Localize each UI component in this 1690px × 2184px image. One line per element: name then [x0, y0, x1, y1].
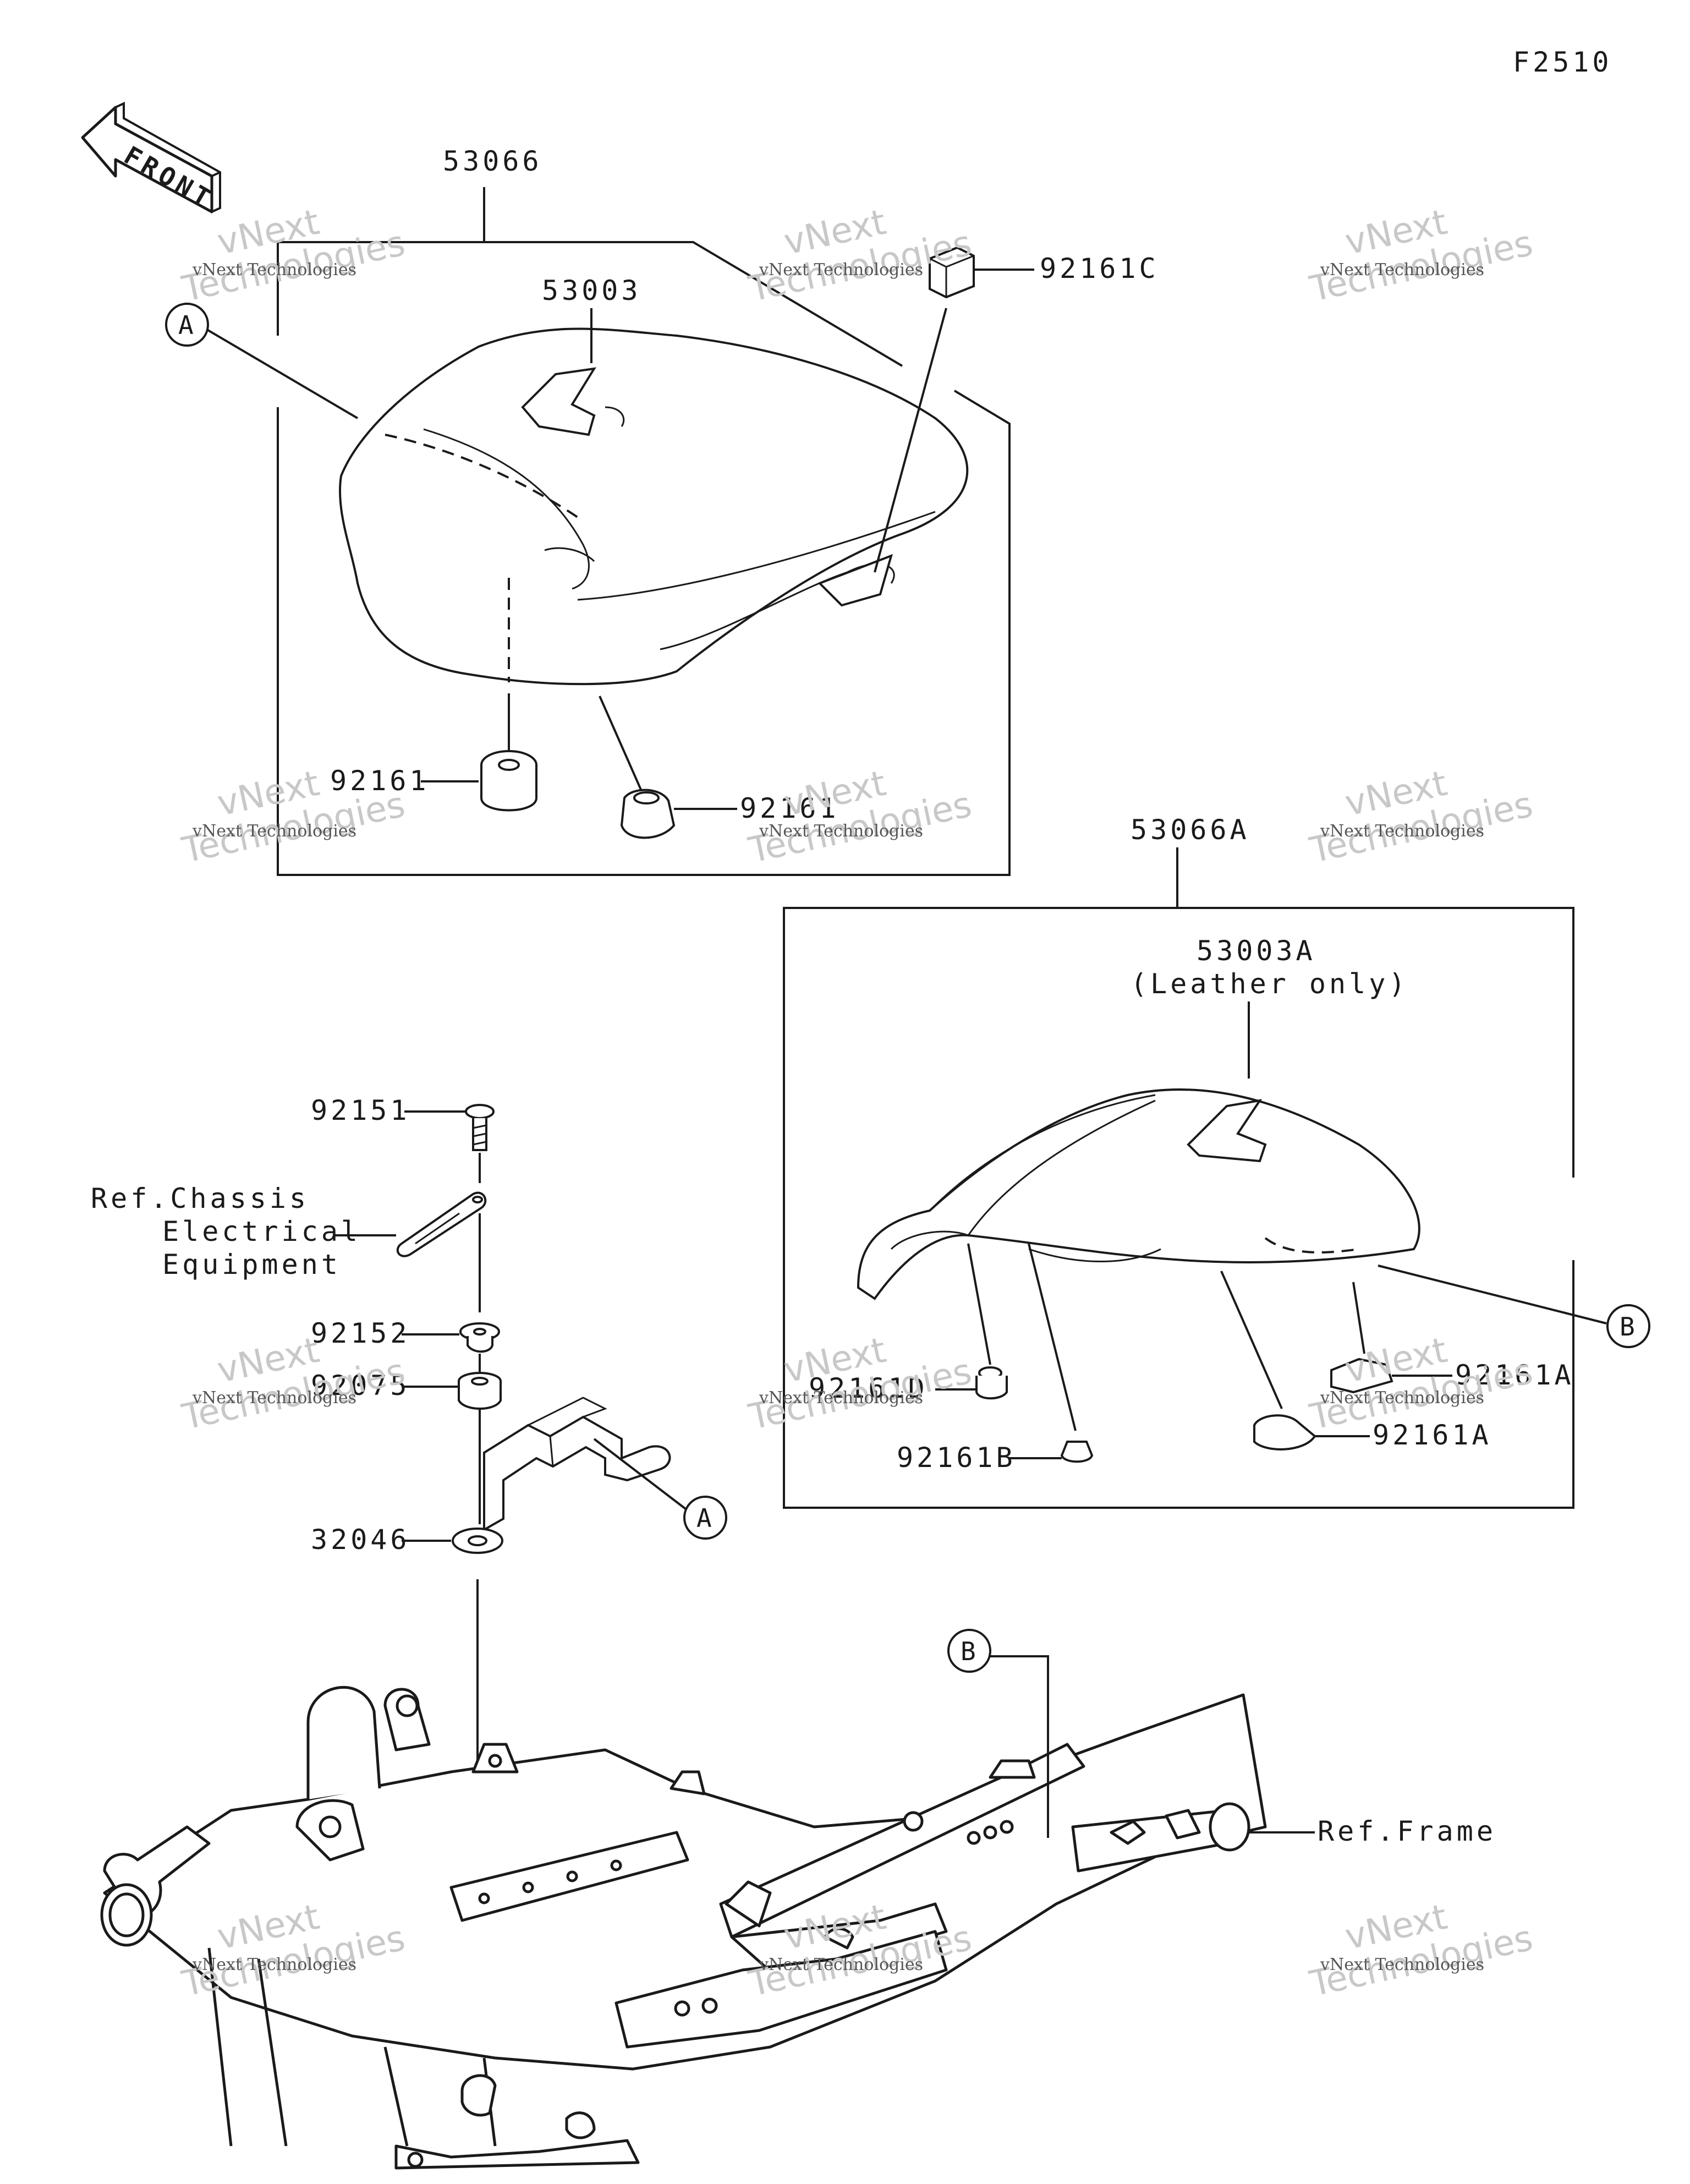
grommet-92075-icon	[458, 1372, 502, 1410]
svg-text:vNext Technologies: vNext Technologies	[759, 1388, 923, 1408]
svg-text:vNext Technologies: vNext Technologies	[759, 822, 923, 841]
passenger-seat-icon	[857, 1088, 1420, 1300]
damper-92161-right-icon	[620, 789, 676, 839]
seat-assembly-upper-group: 53066 53003 A 92161C	[165, 145, 1159, 876]
watermark-3: vNext Technologies vNext Technologies	[1306, 202, 1537, 310]
damper-92161a-bottom-icon	[1253, 1414, 1316, 1450]
part-92161a-top-label: 92161A	[1455, 1359, 1574, 1391]
watermark-12: vNext Technologies vNext Technologies	[1306, 1897, 1537, 2005]
watermark-6: vNext Technologies vNext Technologies	[1306, 763, 1537, 872]
svg-text:B: B	[961, 1636, 976, 1666]
callout-b-lower: B	[947, 1629, 1049, 1838]
part-32046-label: 32046	[311, 1524, 410, 1556]
part-92161b-label: 92161B	[897, 1442, 1016, 1474]
assembly-53066-label: 53066	[443, 145, 542, 177]
bracket-32046-icon	[452, 1397, 671, 1554]
svg-text:vNext Technologies: vNext Technologies	[1320, 260, 1484, 280]
svg-text:A: A	[696, 1503, 712, 1533]
cover-53003-label: 53003	[542, 275, 641, 306]
damper-92161a-top-icon	[1330, 1358, 1393, 1394]
part-92161-right-label: 92161	[740, 792, 839, 824]
callout-b-upper: B	[1378, 1265, 1650, 1348]
assembly-53066-bracket	[277, 241, 1011, 876]
seat-assembly-lower-group: 53066A 53003A (Leather only) B 92	[783, 814, 1650, 1509]
assembly-53066a-label: 53066A	[1131, 814, 1250, 846]
damper-92161d-icon	[975, 1366, 1008, 1400]
part-92152-label: 92152	[311, 1317, 410, 1349]
part-92161c-label: 92161C	[1040, 253, 1159, 284]
svg-text:vNext Technologies: vNext Technologies	[1320, 1955, 1484, 1974]
motorcycle-frame-icon	[100, 1685, 1267, 2170]
watermark-2: vNext Technologies vNext Technologies	[745, 202, 975, 310]
svg-text:vNext Technologies: vNext Technologies	[1320, 822, 1484, 841]
bolt-92151-icon	[465, 1104, 495, 1151]
damper-92161c-icon	[929, 246, 975, 299]
part-92161a-bottom-label: 92161A	[1373, 1419, 1492, 1451]
front-arrow-icon: FRONT	[81, 101, 221, 215]
callout-a-lower: A	[593, 1438, 727, 1540]
svg-text:vNext Technologies: vNext Technologies	[192, 822, 356, 841]
part-92151-label: 92151	[311, 1094, 410, 1126]
svg-text:vNext Technologies: vNext Technologies	[192, 1388, 356, 1408]
svg-text:B: B	[1620, 1312, 1635, 1342]
part-92161d-label: 92161D	[809, 1372, 928, 1404]
cover-53003a-note: (Leather only)	[1131, 968, 1408, 1000]
rider-seat-icon	[338, 327, 969, 686]
ref-chassis-line2: Electrical	[162, 1216, 361, 1247]
callout-a-upper: A	[165, 303, 359, 419]
damper-92161-left-icon	[480, 750, 537, 812]
ref-frame-label: Ref.Frame	[1318, 1815, 1496, 1847]
ref-chassis-line1: Ref.Chassis	[91, 1183, 309, 1214]
cover-53003a-label: 53003A	[1197, 935, 1316, 967]
svg-text:vNext Technologies: vNext Technologies	[192, 260, 356, 280]
svg-text:vNext Technologies: vNext Technologies	[759, 1955, 923, 1974]
damper-92161b-icon	[1060, 1441, 1094, 1463]
svg-text:vNext Technologies: vNext Technologies	[1320, 1388, 1484, 1408]
part-92075-label: 92075	[311, 1370, 410, 1402]
ref-chassis-line3: Equipment	[162, 1249, 341, 1280]
svg-text:vNext Technologies: vNext Technologies	[192, 1955, 356, 1974]
cover-53003-icon	[521, 367, 596, 436]
watermark-8: vNext Technologies vNext Technologies	[745, 1330, 975, 1438]
svg-text:vNext Technologies: vNext Technologies	[759, 260, 923, 280]
figure-code: F2510	[1513, 46, 1612, 78]
cover-53003a-icon	[1187, 1099, 1267, 1163]
collar-92152-icon	[459, 1322, 500, 1353]
part-92161-left-label: 92161	[330, 765, 430, 797]
hardware-column: 92151 Ref.Chassis Electrical Equipment 9…	[91, 1094, 727, 1832]
strap-icon	[396, 1191, 487, 1257]
assembly-53066a-bracket	[783, 907, 1574, 1509]
svg-text:A: A	[178, 310, 194, 340]
